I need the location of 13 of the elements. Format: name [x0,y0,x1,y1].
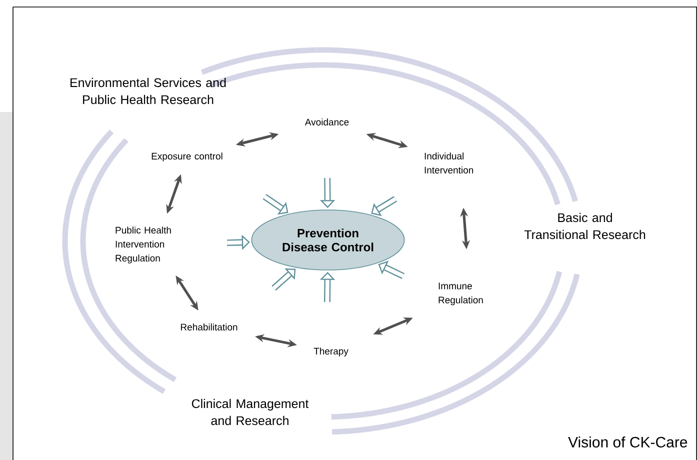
topic-label: Rehabilitation [181,324,238,330]
topic-label: Immune Regulation [438,282,483,306]
section-heading: Basic and Transitional Research [524,212,646,240]
caption: Vision of CK-Care [568,436,688,448]
hollow-arrow [371,196,398,216]
section-heading: Environmental Services and Public Health Research [70,78,226,104]
topic-label: Therapy [314,348,348,356]
topic-label: Individual Intervention [424,152,474,174]
topic-label: Public Health Intervention Regulation [116,226,171,264]
section-heading: Clinical Management and Research [192,398,309,426]
topic-label: Avoidance [304,118,349,126]
hollow-arrow [272,268,296,291]
topic-label: Exposure control [152,152,222,162]
